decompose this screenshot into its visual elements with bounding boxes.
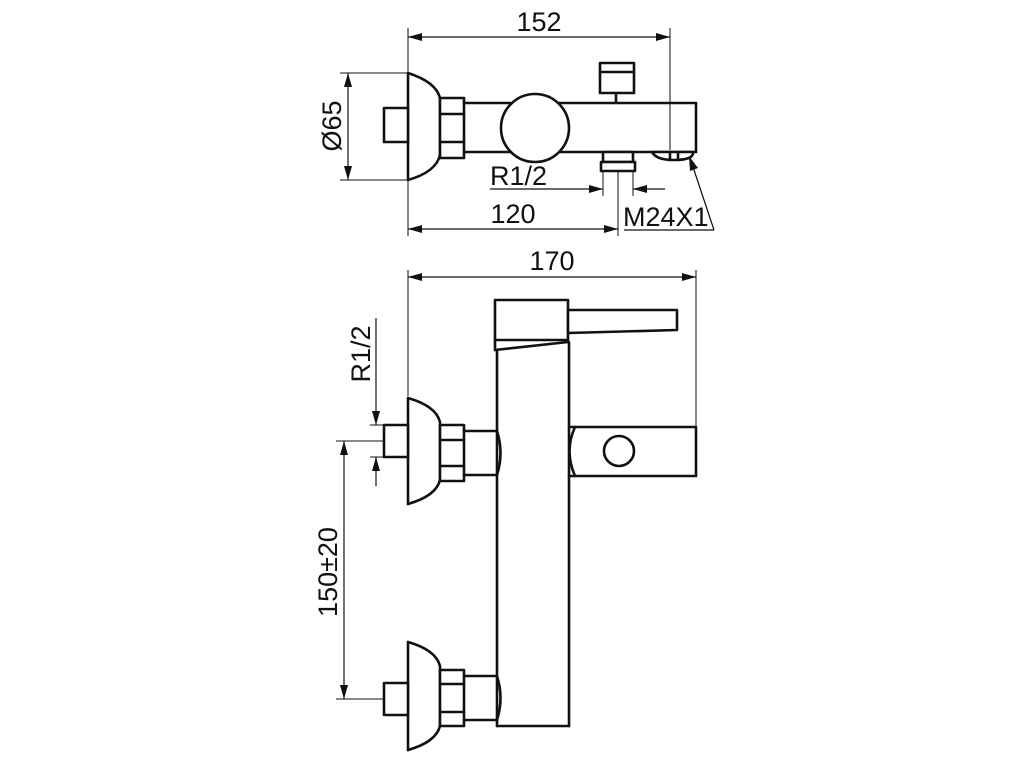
dim-label-outlet-thread: M24X1 <box>623 202 709 232</box>
front-upper-inlet <box>382 396 502 506</box>
dim-label-top-inlet-length: 120 <box>490 199 535 229</box>
front-view: 170 R1/2 150±20 <box>313 246 698 752</box>
top-shower-outlet <box>599 150 637 173</box>
top-wall-flange <box>406 71 442 182</box>
front-spout-outlet <box>602 434 636 468</box>
top-view: 152 Ø65 R1/2 120 <box>317 7 715 236</box>
top-inlet-stub <box>382 106 410 144</box>
dim-label-top-width: 152 <box>516 7 561 37</box>
front-lever-handle <box>493 298 679 352</box>
front-spout <box>567 425 698 478</box>
top-diverter-knob <box>598 61 636 105</box>
dim-front-thread: R1/2 <box>346 318 384 486</box>
dim-label-front-thread: R1/2 <box>346 325 376 382</box>
front-lower-inlet <box>382 640 502 752</box>
dim-inlet-spacing: 150±20 <box>313 440 384 700</box>
dim-flange-diameter: Ø65 <box>317 72 408 181</box>
dim-top-width: 152 <box>407 7 671 150</box>
dim-top-thread: R1/2 <box>490 161 665 196</box>
dim-label-inlet-spacing: 150±20 <box>313 527 343 617</box>
front-vertical-body <box>495 340 571 728</box>
dim-front-width: 170 <box>407 246 697 426</box>
dim-label-front-width: 170 <box>529 246 574 276</box>
dim-label-top-thread: R1/2 <box>490 161 547 191</box>
dim-label-flange-diameter: Ø65 <box>317 100 347 151</box>
leader-outlet-thread: M24X1 <box>623 156 715 232</box>
dim-top-inlet-length: 120 <box>407 172 619 236</box>
top-spout-outlet <box>650 150 695 162</box>
top-body-bar <box>462 101 698 154</box>
top-hex-nut <box>438 96 466 160</box>
top-mixer-body <box>499 92 571 164</box>
